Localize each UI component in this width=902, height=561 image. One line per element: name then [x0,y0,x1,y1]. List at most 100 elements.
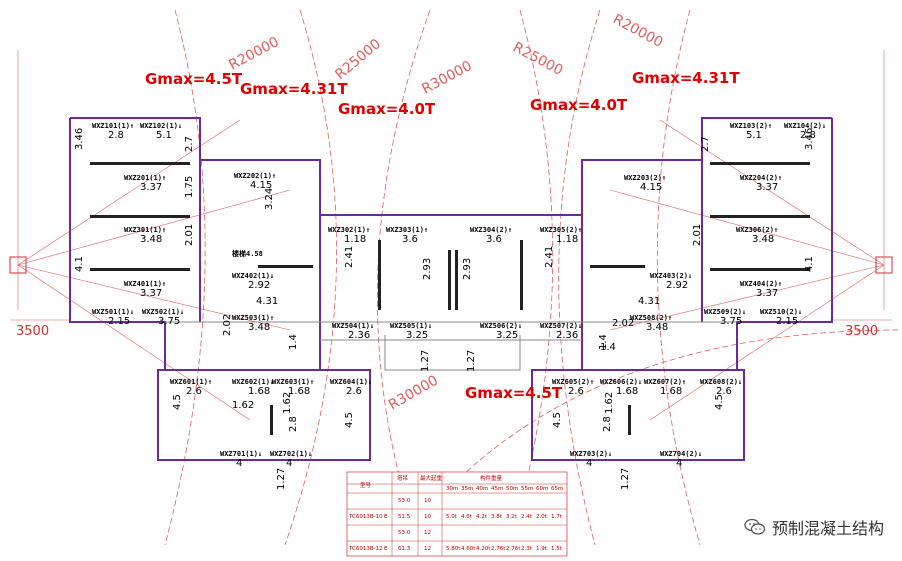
crane-left-icon [9,256,27,274]
extra-weight: 2.02 [612,318,634,329]
watermark: 预制混凝土结构 [739,513,888,541]
vertical-weight: 1.75 [184,176,195,198]
component-weight: 5.1 [156,130,172,141]
vertical-weight: 1.62 [282,392,293,414]
component-id: WXZ502(1)↓ [142,308,184,316]
vertical-weight: 1.4 [288,334,299,350]
component-id: WXZ508(2)↑ [630,314,672,322]
component-weight: 2.36 [348,330,370,341]
component-id: WXZ201(1)↑ [124,174,166,182]
component-weight: 2.8 [108,130,124,141]
radius-label: R25000 [332,36,384,83]
table-cell: 10 [424,514,431,520]
vertical-weight: 2.41 [544,246,555,268]
gmax-label: Gmax=4.31T [632,69,740,87]
component-labels: WXZ101(1)↑2.8WXZ102(1)↓5.1WXZ201(1)↑3.37… [92,122,826,469]
vertical-weight: 3.46 [804,128,815,150]
component-id: WXZ507(2)↓ [540,322,582,330]
component-id: WXZ303(1)↑ [386,226,428,234]
component-weight: 1.18 [556,234,578,245]
component-weight: 4.15 [250,180,272,191]
component-weight: 3.48 [248,322,270,333]
table-cell: 3.8t [491,514,503,520]
component-id: WXZ103(2)↑ [730,122,772,130]
vertical-weight: 4.1 [74,256,85,272]
gmax-labels: Gmax=4.5T Gmax=4.31T Gmax=4.0T Gmax=4.0T… [145,69,740,402]
component-id: WXZ702(1)↓ [270,450,312,458]
gmax-label: Gmax=4.0T [338,100,436,118]
component-id: WXZ510(2)↓ [760,308,802,316]
table-cell: 1.5t [551,546,563,552]
vertical-weight: 1.27 [620,468,631,490]
crane-reach-lines [10,50,892,421]
table-cell: 4.60t [461,546,476,552]
table-cell: 5.0t [446,514,458,520]
radius-label: R20000 [610,11,665,51]
component-id: WXZ501(1)↓ [92,308,134,316]
table-cell: 4.20t [476,546,491,552]
dimension-right: 3500 [845,324,878,339]
component-id: WXZ503(1)↑ [232,314,274,322]
table-subheader: 50m [506,486,518,492]
component-weight: 2.92 [248,280,270,291]
table-header: 型号 [360,481,372,489]
vertical-weight: 1.27 [420,350,431,372]
component-id: WXZ601(1)↑ [170,378,212,386]
table-cell: 51.5 [398,514,411,520]
table-subheader: 45m [491,486,503,492]
radius-label: R30000 [419,58,474,98]
component-weight: 2.92 [666,280,688,291]
dimension-left: 3500 [16,324,49,339]
component-id: WXZ305(2)↑ [540,226,582,234]
component-weight: 3.48 [140,234,162,245]
component-id: WXZ204(2)↑ [740,174,782,182]
table-header: 塔吊 [397,474,408,482]
component-weight: 3.75 [720,316,742,327]
vertical-weight: 2.41 [344,246,355,268]
vertical-weight: 1.27 [466,350,477,372]
vertical-weight: 1.62 [604,392,615,414]
vertical-weight: 2.01 [692,224,703,246]
vertical-weight: 4.5 [172,394,183,410]
vertical-weight: 2.7 [700,136,711,152]
table-cell: 61.3 [398,546,411,552]
vertical-weight: 1.4 [598,334,609,350]
component-id: WXZ704(2)↓ [660,450,702,458]
table-cell: 2.76t [491,546,506,552]
component-id: WXZ602(1)↓ [232,378,274,386]
table-cell: 2.0t [536,514,548,520]
table-cell: 53.0 [398,498,411,504]
table-cell: 2.76t [506,546,521,552]
building-walls [69,117,833,461]
table-cell: 4.2t [476,514,488,520]
component-id: WXZ301(1)↑ [124,226,166,234]
component-weight: 3.48 [752,234,774,245]
table-cell: 2.4t [521,514,533,520]
component-weight: 1.18 [344,234,366,245]
component-weight: 3.6 [486,234,502,245]
component-weight: 2.8 [800,130,816,141]
watermark-text: 预制混凝土结构 [771,519,884,538]
table-header: 构件重量 [480,474,503,482]
table-cell: 12 [424,530,431,536]
table-cell: 10 [424,498,431,504]
component-weight: 2.36 [556,330,578,341]
gmax-label: Gmax=4.5T [465,384,563,402]
table-model: TC6013B-10 [348,514,383,520]
vertical-weight: 3.46 [74,128,85,150]
component-id: WXZ203(2)↑ [624,174,666,182]
component-id: WXZ202(1)↑ [234,172,276,180]
table-header: 最大起重 [420,474,443,482]
component-id: WXZ102(1)↓ [140,122,182,130]
component-weight: 4 [236,458,242,469]
component-id: WXZ402(1)↓ [232,272,274,280]
component-id: WXZ404(2)↑ [740,280,782,288]
component-weight: 2.6 [568,386,584,397]
vertical-weight: 1.27 [276,468,287,490]
vertical-weight: 2.7 [184,136,195,152]
vertical-weight: 2.01 [184,224,195,246]
component-id: WXZ304(2)↑ [470,226,512,234]
